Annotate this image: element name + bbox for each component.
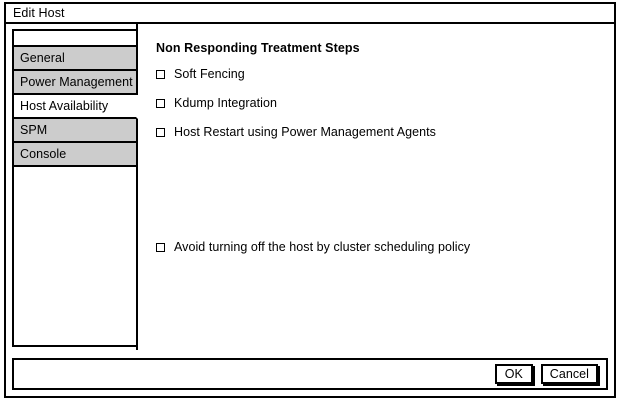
- checkbox-label: Avoid turning off the host by cluster sc…: [174, 240, 471, 254]
- ok-button[interactable]: OK: [494, 364, 533, 384]
- cancel-button-label: Cancel: [549, 367, 589, 381]
- edit-host-dialog: Edit Host General Power Management Host …: [4, 2, 616, 398]
- checkbox-row-kdump-integration[interactable]: Kdump Integration: [156, 96, 277, 110]
- dialog-titlebar: Edit Host: [6, 4, 614, 24]
- checkbox-row-host-restart[interactable]: Host Restart using Power Management Agen…: [156, 125, 436, 139]
- sidebar-item-spm[interactable]: SPM: [14, 119, 136, 143]
- ok-button-label: OK: [504, 367, 523, 381]
- sidebar-item-label: SPM: [20, 123, 48, 137]
- sidebar-item-power-management[interactable]: Power Management: [14, 71, 136, 95]
- tab-strip-spacer: [14, 31, 136, 47]
- sidebar-item-label: Host Availability: [20, 99, 109, 113]
- dialog-footer: OK Cancel: [12, 358, 608, 390]
- sidebar-item-label: Power Management: [20, 75, 133, 89]
- host-availability-panel: Non Responding Treatment Steps Soft Fenc…: [136, 24, 614, 350]
- checkbox-icon[interactable]: [156, 242, 165, 252]
- sidebar-item-label: General: [20, 51, 65, 65]
- checkbox-label: Soft Fencing: [174, 67, 245, 81]
- sidebar-item-console[interactable]: Console: [14, 143, 136, 167]
- checkbox-row-soft-fencing[interactable]: Soft Fencing: [156, 67, 245, 81]
- checkbox-icon[interactable]: [156, 127, 165, 137]
- sidebar-empty-area: [14, 167, 136, 333]
- checkbox-label: Host Restart using Power Management Agen…: [174, 125, 436, 139]
- tab-sidebar: General Power Management Host Availabili…: [12, 29, 138, 347]
- cancel-button[interactable]: Cancel: [540, 364, 598, 384]
- checkbox-icon[interactable]: [156, 98, 165, 108]
- checkbox-label: Kdump Integration: [174, 96, 277, 110]
- sidebar-item-host-availability[interactable]: Host Availability: [14, 95, 138, 119]
- checkbox-icon[interactable]: [156, 69, 165, 79]
- dialog-title: Edit Host: [13, 6, 65, 20]
- sidebar-item-general[interactable]: General: [14, 47, 136, 71]
- checkbox-row-avoid-turning-off-host[interactable]: Avoid turning off the host by cluster sc…: [156, 240, 470, 254]
- sidebar-item-label: Console: [20, 147, 67, 161]
- section-heading: Non Responding Treatment Steps: [156, 41, 360, 55]
- dialog-body: General Power Management Host Availabili…: [6, 24, 614, 350]
